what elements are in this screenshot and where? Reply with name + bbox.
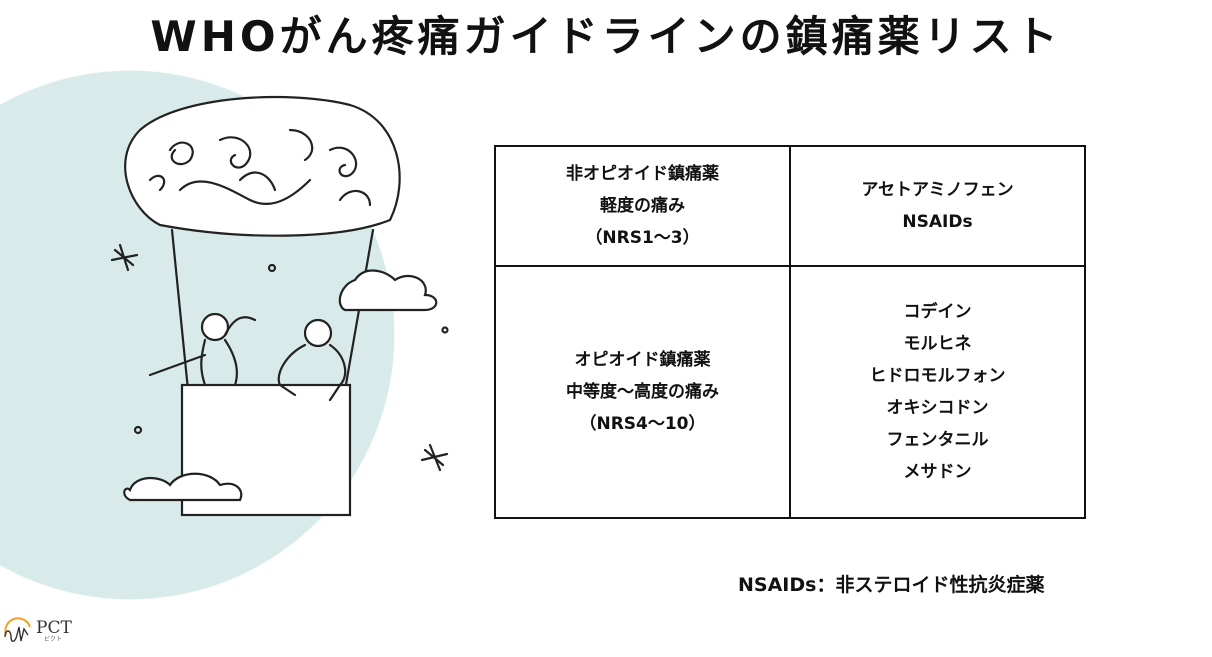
logo-text: PCT <box>36 617 72 638</box>
page-title: WHOがん疼痛ガイドラインの鎮痛薬リスト <box>150 12 1062 61</box>
logo-subtext: ピクト <box>43 635 62 643</box>
category-cell: オピオイド鎮痛薬 中等度〜高度の痛み （NRS4〜10） <box>494 265 791 519</box>
drug-item: フェンタニル <box>886 430 989 450</box>
logo-mark-icon <box>4 617 31 642</box>
table-row: オピオイド鎮痛薬 中等度〜高度の痛み （NRS4〜10） コデイン モルヒネ ヒ… <box>494 265 1086 519</box>
pain-level: 中等度〜高度の痛み <box>566 382 719 402</box>
drug-item: アセトアミノフェン <box>861 180 1014 200</box>
nrs-range: （NRS1〜3） <box>585 228 700 248</box>
pct-logo: PCT ピクト <box>2 617 72 645</box>
analgesic-table: 非オピオイド鎮痛薬 軽度の痛み （NRS1〜3） アセトアミノフェン NSAID… <box>494 145 1086 519</box>
drug-item: ヒドロモルフォン <box>869 366 1006 386</box>
drugs-cell: アセトアミノフェン NSAIDs <box>789 145 1086 267</box>
drug-item: コデイン <box>903 302 972 322</box>
category-name: オピオイド鎮痛薬 <box>574 350 711 370</box>
category-name: 非オピオイド鎮痛薬 <box>566 164 719 184</box>
category-cell: 非オピオイド鎮痛薬 軽度の痛み （NRS1〜3） <box>494 145 791 267</box>
drug-item: オキシコドン <box>886 398 989 418</box>
footnote: NSAIDs：非ステロイド性抗炎症薬 <box>738 574 1045 596</box>
table-row: 非オピオイド鎮痛薬 軽度の痛み （NRS1〜3） アセトアミノフェン NSAID… <box>494 145 1086 267</box>
pain-level: 軽度の痛み <box>600 196 685 216</box>
drug-item: NSAIDs <box>902 212 973 232</box>
drug-item: メサドン <box>903 462 972 482</box>
drug-item: モルヒネ <box>903 334 972 354</box>
nrs-range: （NRS4〜10） <box>579 414 706 434</box>
hot-air-balloon-illustration <box>110 95 449 517</box>
drugs-cell: コデイン モルヒネ ヒドロモルフォン オキシコドン フェンタニル メサドン <box>789 265 1086 519</box>
